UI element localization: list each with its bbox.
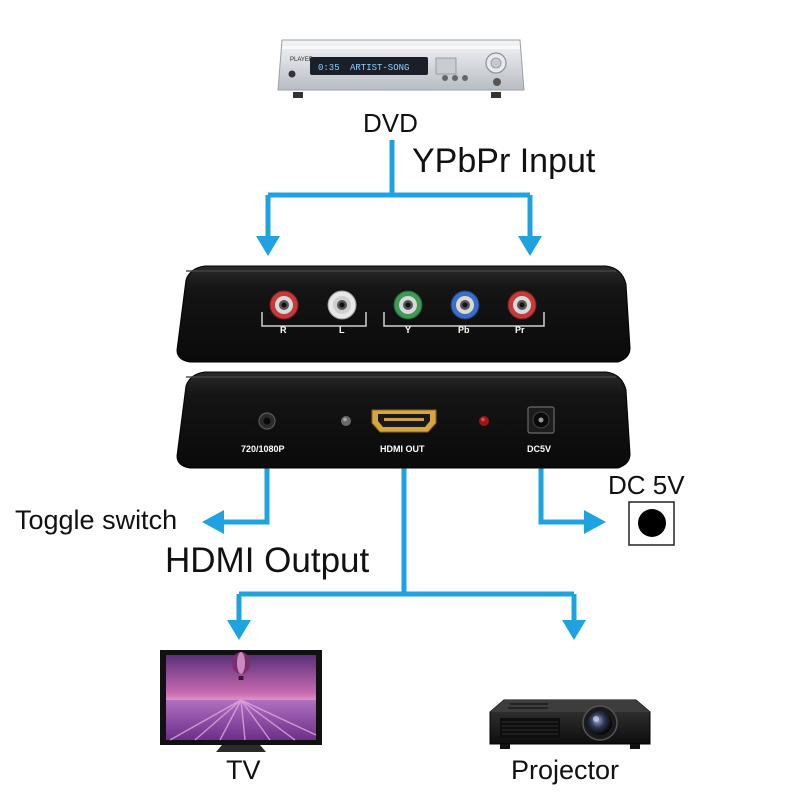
- port-label-hdmi-out: HDMI OUT: [380, 444, 425, 454]
- toggle-switch-label: Toggle switch: [15, 505, 178, 535]
- rca-jack-r: [269, 290, 299, 320]
- port-label-pb: Pb: [458, 325, 470, 335]
- dc-jack-icon: [628, 501, 675, 546]
- rca-jack-l: [327, 290, 357, 320]
- dc-5v-arrow: [538, 466, 606, 534]
- dvd-player-icon: 0:35 ARTIST-SONG PLAYER: [277, 39, 525, 98]
- dc-5v-label: DC 5V: [608, 470, 685, 500]
- rca-jack-pb: [450, 290, 480, 320]
- hot-air-balloon-icon: [232, 652, 250, 680]
- port-label-dc5v: DC5V: [527, 444, 551, 454]
- tv-label: TV: [226, 755, 261, 785]
- port-label-y: Y: [405, 325, 411, 335]
- dvd-brand: PLAYER: [290, 57, 314, 63]
- rca-jack-pr: [507, 290, 537, 320]
- ypbpr-input-arrows: [265, 140, 533, 238]
- port-label-720-1080p: 720/1080P: [241, 444, 285, 454]
- toggle-switch-arrow: [202, 466, 270, 534]
- dvd-display-time: 0:35: [318, 63, 340, 73]
- ypbpr-input-label: YPbPr Input: [412, 142, 596, 180]
- tv-icon: [160, 650, 322, 752]
- toggle-switch-port: [258, 412, 276, 430]
- dvd-label: DVD: [363, 108, 418, 138]
- input-panel: R L Y Pb Pr: [176, 265, 631, 363]
- hdmi-out-port: [371, 409, 437, 433]
- projector-label: Projector: [511, 755, 620, 785]
- port-label-l: L: [339, 325, 345, 335]
- status-led-grey: [341, 416, 351, 426]
- dc-power-port: [527, 406, 555, 434]
- hdmi-output-arrows: [227, 460, 586, 640]
- port-label-pr: Pr: [515, 325, 525, 335]
- ypbpr-arrowheads: [256, 236, 542, 256]
- output-panel: 720/1080P HDMI OUT DC5V: [176, 371, 631, 469]
- hdmi-output-label: HDMI Output: [165, 541, 370, 580]
- port-label-r: R: [280, 325, 287, 335]
- rca-jack-y: [393, 290, 423, 320]
- dvd-display-text: ARTIST-SONG: [350, 63, 409, 73]
- status-led-red: [479, 416, 489, 426]
- projector-icon: [489, 699, 651, 749]
